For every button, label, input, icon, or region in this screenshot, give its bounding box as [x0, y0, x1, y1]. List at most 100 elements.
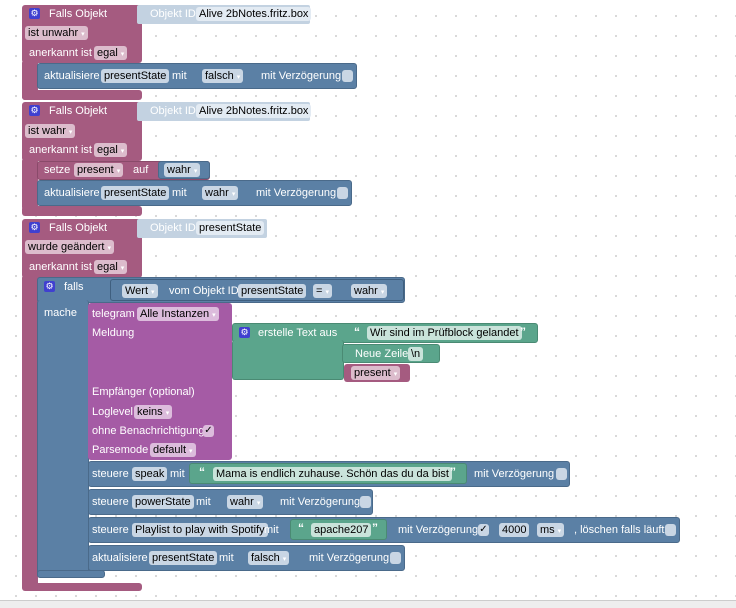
to-label: auf — [133, 164, 149, 176]
condition-dropdown[interactable]: ist unwahr▾ — [25, 26, 88, 40]
update-block[interactable] — [37, 63, 357, 89]
event-block-3-footer — [22, 583, 142, 591]
quote-open-icon: “ — [354, 325, 360, 339]
quote-open-icon: “ — [298, 521, 304, 535]
text-field[interactable]: Wir sind im Prüfblock gelandet — [367, 326, 522, 340]
clear-running-label: , löschen falls läuft — [574, 524, 665, 536]
variable-dropdown[interactable]: present▾ — [74, 163, 124, 177]
ack-dropdown[interactable]: egal▾ — [94, 143, 128, 157]
with-label: mit — [196, 496, 211, 508]
objid-field[interactable]: Alive 2bNotes.fritz.box — [196, 104, 312, 118]
event-block-2-body — [22, 158, 38, 210]
loglevel-dropdown[interactable]: keins▾ — [134, 405, 173, 419]
value-dropdown[interactable]: wahr▾ — [227, 495, 264, 509]
gear-icon[interactable]: ⚙ — [44, 281, 55, 292]
value-dropdown[interactable]: wahr▾ — [202, 186, 239, 200]
message-label: Meldung — [92, 327, 135, 339]
instance-dropdown[interactable]: Alle Instanzen▾ — [137, 307, 219, 321]
delay-checkbox[interactable] — [337, 187, 348, 199]
update-block[interactable] — [37, 180, 352, 206]
newline-label: Neue Zeile — [355, 348, 409, 360]
gear-icon[interactable]: ⚙ — [29, 105, 40, 116]
gear-icon[interactable]: ⚙ — [29, 8, 40, 19]
quote-close-icon: ” — [372, 521, 378, 535]
condition-dropdown[interactable]: ist wahr▾ — [25, 124, 76, 138]
state-field[interactable]: presentState — [101, 186, 170, 200]
ack-label: anerkannt ist — [29, 144, 92, 156]
of-objid-label: vom Objekt ID — [169, 285, 239, 297]
with-label: mit — [172, 70, 187, 82]
update-block[interactable] — [88, 545, 405, 571]
unit-dropdown[interactable]: ms▾ — [537, 523, 565, 537]
objid-field[interactable]: presentState — [238, 284, 307, 298]
text-field[interactable]: apache207 — [311, 523, 372, 537]
delay-label: mit Verzögerung — [474, 468, 555, 480]
control-label: steuere — [92, 524, 129, 536]
event-block-2-footer — [22, 206, 142, 216]
delay-label: mit Verzögerung — [398, 524, 479, 536]
operator-dropdown[interactable]: =▾ — [313, 284, 332, 298]
ack-dropdown[interactable]: egal▾ — [94, 260, 128, 274]
delay-label: mit Verzögerung — [261, 70, 342, 82]
value-dropdown[interactable]: wahr▾ — [351, 284, 388, 298]
delay-checkbox[interactable] — [342, 70, 353, 82]
state-field[interactable]: powerState — [132, 495, 194, 509]
delay-checkbox[interactable] — [556, 468, 567, 480]
recipient-label: Empfänger (optional) — [92, 386, 195, 398]
event-block-1-footer — [22, 90, 142, 100]
with-label: mit — [264, 524, 279, 536]
state-field[interactable]: Playlist to play with Spotify — [132, 523, 268, 537]
workspace-bottom-border — [0, 600, 736, 608]
objid-field[interactable]: presentState — [196, 221, 265, 235]
text-field[interactable]: Mama is endlich zuhause. Schön das du da… — [213, 467, 452, 481]
delay-ms-field[interactable]: 4000 — [499, 523, 530, 537]
silent-label: ohne Benachrichtigung — [92, 425, 205, 437]
with-label: mit — [219, 552, 234, 564]
state-field[interactable]: presentState — [149, 551, 218, 565]
control-label: steuere — [92, 496, 129, 508]
text-join-body — [232, 340, 344, 380]
gear-icon[interactable]: ⚙ — [29, 222, 40, 233]
set-label: setze — [44, 164, 71, 176]
delay-label: mit Verzögerung — [280, 496, 361, 508]
if-label: falls — [64, 281, 84, 293]
property-dropdown[interactable]: Wert▾ — [122, 284, 158, 298]
quote-open-icon: “ — [199, 465, 205, 479]
silent-checkbox[interactable]: ✓ — [203, 425, 214, 437]
value-dropdown[interactable]: wahr▾ — [164, 163, 201, 177]
parsemode-dropdown[interactable]: default▾ — [150, 443, 196, 457]
ack-dropdown[interactable]: egal▾ — [94, 46, 128, 60]
text-join-label: erstelle Text aus — [258, 327, 338, 339]
delay-checkbox[interactable] — [360, 496, 371, 508]
objid-label: Objekt ID — [150, 8, 196, 20]
update-label: aktualisiere — [44, 187, 100, 199]
update-label: aktualisiere — [92, 552, 148, 564]
clear-running-checkbox[interactable] — [665, 524, 676, 536]
control-label: steuere — [92, 468, 129, 480]
state-field[interactable]: speak — [132, 467, 168, 481]
quote-close-icon: ” — [520, 325, 526, 339]
delay-checkbox[interactable] — [390, 552, 401, 564]
value-dropdown[interactable]: falsch▾ — [248, 551, 290, 565]
condition-dropdown[interactable]: wurde geändert▾ — [25, 240, 114, 254]
parsemode-label: Parsemode — [92, 444, 149, 456]
variable-dropdown[interactable]: present▾ — [351, 366, 401, 380]
value-dropdown[interactable]: falsch▾ — [202, 69, 244, 83]
objid-field[interactable]: Alive 2bNotes.fritz.box — [196, 7, 312, 21]
delay-label: mit Verzögerung — [256, 187, 337, 199]
event-title: Falls Objekt — [49, 8, 108, 20]
delay-label: mit Verzögerung — [309, 552, 390, 564]
if-block-body — [37, 300, 89, 575]
do-label: mache — [44, 307, 78, 319]
newline-field[interactable]: \n — [408, 347, 424, 361]
objid-label: Objekt ID — [150, 222, 196, 234]
ack-label: anerkannt ist — [29, 261, 92, 273]
delay-checkbox[interactable]: ✓ — [478, 524, 489, 536]
with-label: mit — [172, 187, 187, 199]
with-label: mit — [170, 468, 185, 480]
state-field[interactable]: presentState — [101, 69, 170, 83]
telegram-label: telegram — [92, 308, 135, 320]
gear-icon[interactable]: ⚙ — [239, 327, 250, 338]
if-block-footer — [37, 570, 105, 578]
